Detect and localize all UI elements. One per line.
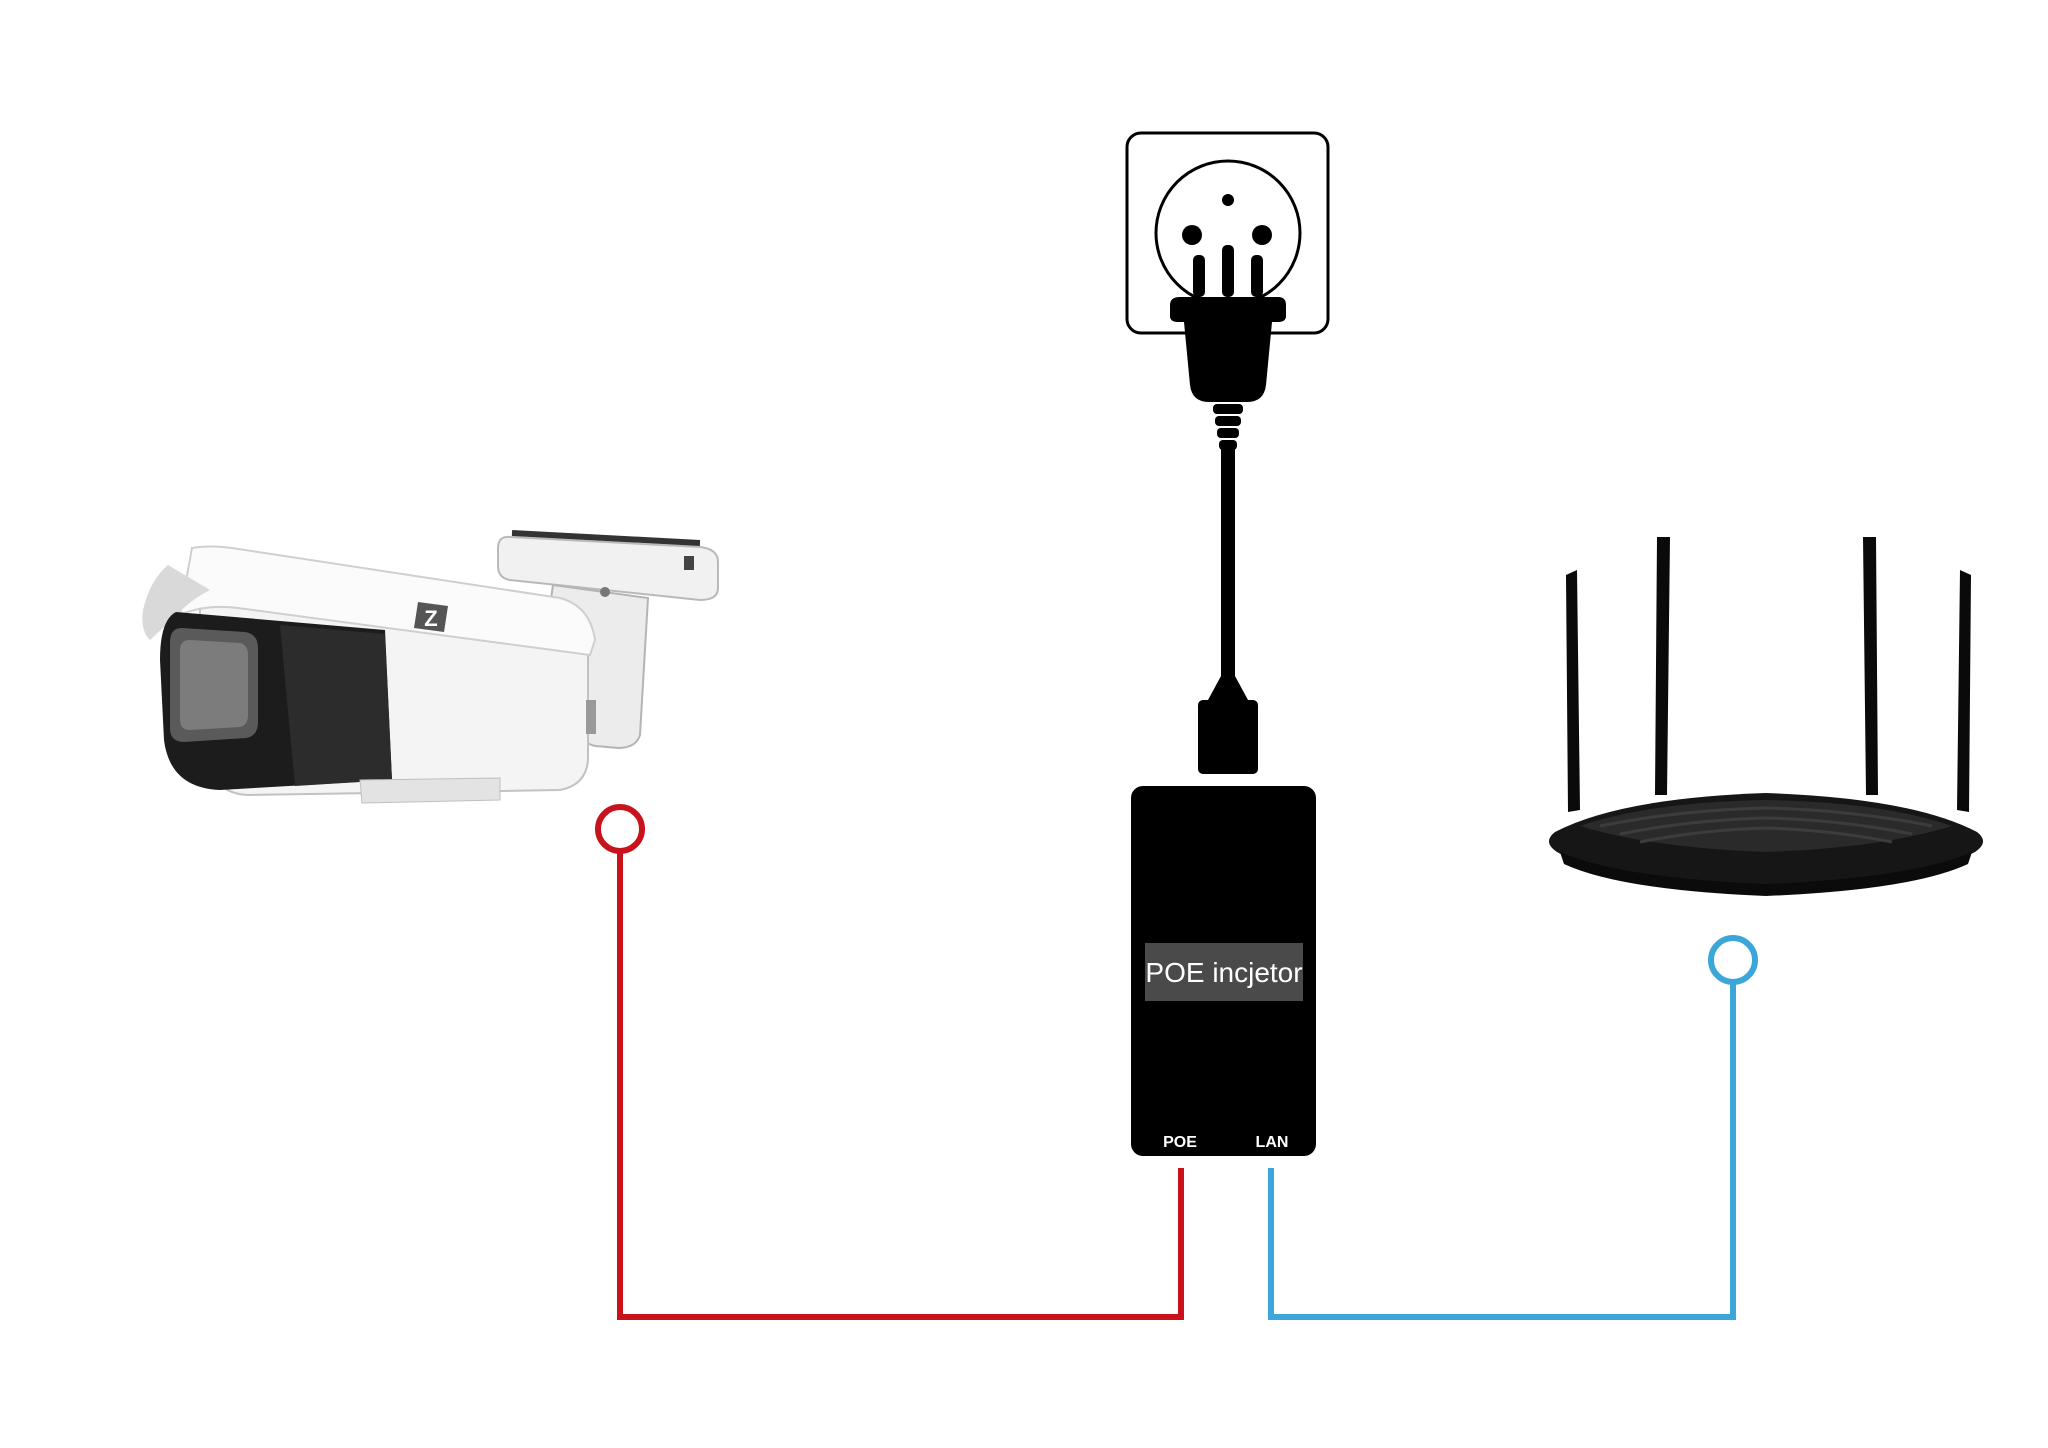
injector-label: POE incjetor — [1145, 957, 1302, 988]
poe-cable-end-camera — [595, 804, 645, 854]
plug-prong-middle — [1222, 245, 1234, 297]
camera-mount-plate-edge — [511, 530, 701, 546]
injector-port-lan-label: LAN — [1256, 1134, 1289, 1151]
poe-cable-line — [617, 850, 1184, 1320]
plug-strain-relief-1 — [1213, 404, 1243, 414]
socket-right-hole — [1252, 225, 1272, 245]
camera-hood — [178, 545, 597, 657]
camera-lens-glass — [180, 640, 248, 730]
lan-cable-end-router — [1708, 935, 1758, 985]
plug-prong-left — [1193, 255, 1205, 297]
camera-front-housing-shade — [280, 625, 392, 786]
lan-cable-line — [1268, 982, 1736, 1320]
router-base — [1560, 852, 1972, 896]
socket-ground-hole — [1222, 194, 1234, 206]
camera-logo-letter: Z — [424, 606, 437, 631]
socket-left-hole — [1182, 225, 1202, 245]
lan-cable — [1268, 935, 1758, 1320]
plug-strain-relief-2 — [1215, 416, 1241, 426]
router-antenna-2 — [1655, 537, 1670, 795]
injector-port-poe-label: POE — [1163, 1134, 1197, 1151]
camera-mount-screw — [684, 556, 694, 570]
plug-prong-right — [1251, 255, 1263, 297]
camera-mount-hole — [600, 587, 610, 597]
plug-strain-relief-4 — [1219, 440, 1237, 450]
ip-camera: Z — [142, 530, 719, 804]
camera-hood-front — [142, 565, 210, 640]
poe-cable — [595, 804, 1184, 1320]
router-antenna-4 — [1957, 570, 1971, 812]
camera-side-connector — [586, 700, 596, 734]
plug-head — [1170, 297, 1286, 402]
cord-connector — [1198, 700, 1258, 774]
injector-label-bg — [1145, 943, 1303, 1001]
camera-logo: Z — [414, 602, 448, 632]
wifi-router — [1548, 537, 1984, 896]
power-cord — [1221, 448, 1235, 678]
poe-injector: POE incjetor POE LAN — [1131, 786, 1316, 1156]
router-antenna-3 — [1863, 537, 1878, 795]
plug-strain-relief-3 — [1217, 428, 1239, 438]
power-plug — [1170, 245, 1286, 774]
camera-bottom-lip — [359, 777, 501, 804]
wall-socket — [1125, 131, 1330, 335]
router-grille-lines — [1599, 806, 1933, 844]
router-antenna-1 — [1566, 570, 1580, 812]
cord-connector-neck — [1208, 676, 1248, 700]
